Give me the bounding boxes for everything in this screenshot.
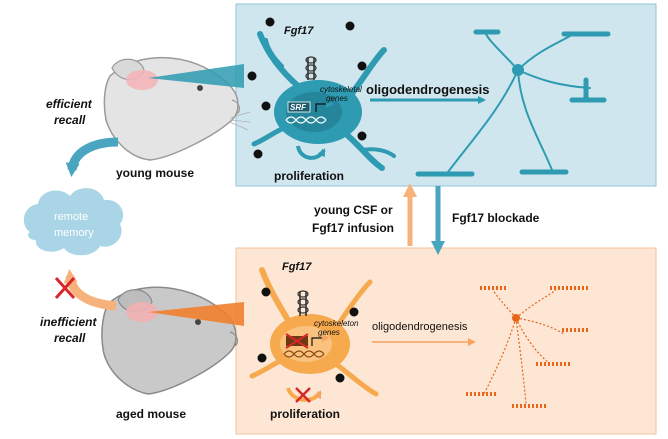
fgf17-blockade-label: Fgf17 blockade bbox=[452, 211, 540, 225]
remote-label: remote bbox=[54, 211, 88, 223]
young-proliferation-arrow bbox=[296, 145, 326, 160]
memory-label: memory bbox=[54, 227, 94, 239]
aged-fgf17-receptor-icon bbox=[297, 290, 309, 316]
aged-cytoskeleton-label-line1: cytoskeleton bbox=[314, 319, 359, 328]
young-oligodendrogenesis-label: oligodendrogenesis bbox=[366, 82, 490, 97]
aged-mouse-illustration bbox=[101, 286, 239, 395]
young-fgf17-receptor-icon bbox=[305, 56, 317, 80]
young-mouse-label: young mouse bbox=[116, 166, 194, 180]
inefficient-label: inefficient bbox=[40, 315, 97, 329]
efficient-recall-arrow bbox=[65, 137, 119, 177]
young-srf-box bbox=[287, 101, 311, 113]
aged-oligodendrocyte bbox=[466, 286, 590, 408]
efficient-label: efficient bbox=[46, 97, 93, 111]
aged-projection-beam bbox=[148, 302, 244, 326]
young-csf-label-line2: Fgf17 infusion bbox=[312, 221, 394, 235]
young-oligodendrocyte bbox=[415, 29, 611, 177]
young-proliferation-label: proliferation bbox=[274, 169, 344, 183]
recall-bottom-label: recall bbox=[54, 331, 86, 345]
young-csf-label-line1: young CSF or bbox=[314, 203, 393, 217]
young-projection-beam bbox=[148, 64, 244, 88]
recall-top-label: recall bbox=[54, 113, 86, 127]
young-srf-label: SRF bbox=[290, 103, 307, 112]
remote-memory-cloud bbox=[23, 188, 124, 256]
aged-fgf17-label: Fgf17 bbox=[282, 261, 312, 273]
aged-gene-arrow bbox=[311, 334, 330, 346]
aged-srf-block-x-icon bbox=[285, 333, 309, 349]
aged-proliferation-arrow bbox=[286, 387, 322, 402]
aged-mouse-label: aged mouse bbox=[116, 407, 186, 421]
young-gene-arrow bbox=[315, 100, 334, 112]
young-fgf17-dots bbox=[247, 17, 367, 159]
young-cytoskeletal-label-line1: cytoskeletal bbox=[320, 85, 362, 94]
aged-proliferation-block-x-icon bbox=[295, 387, 311, 403]
aged-dna-icon bbox=[283, 350, 325, 358]
young-fgf17-label: Fgf17 bbox=[284, 25, 314, 37]
aged-oligodendrogenesis-label: oligodendrogenesis bbox=[372, 321, 468, 333]
aged-proliferation-label: proliferation bbox=[270, 407, 340, 421]
aged-fgf17-dots bbox=[257, 287, 359, 383]
young-dna-icon bbox=[285, 116, 327, 124]
inefficient-block-x-icon bbox=[54, 276, 76, 300]
young-cytoskeletal-label-line2: genes bbox=[326, 94, 348, 103]
aged-cytoskeleton-label-line2: genes bbox=[318, 328, 340, 337]
inefficient-recall-arrow bbox=[63, 269, 117, 311]
